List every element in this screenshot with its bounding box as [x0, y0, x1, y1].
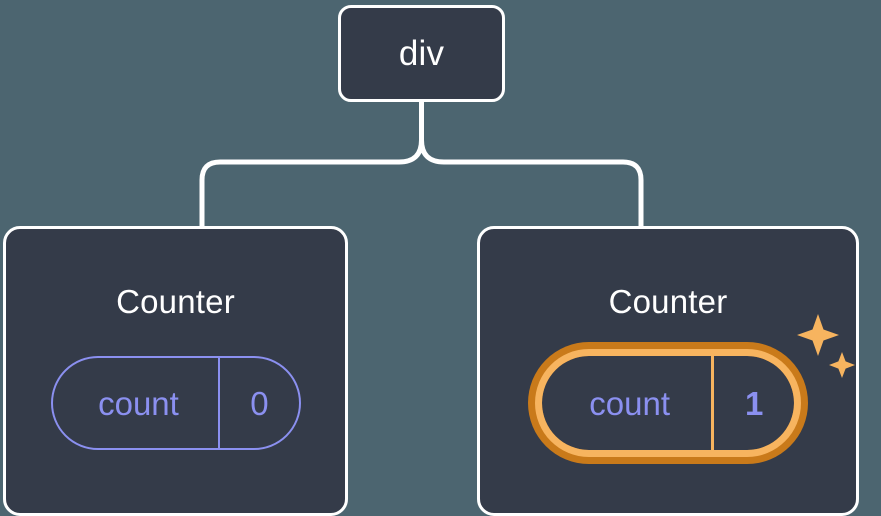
sparkles-icon	[797, 314, 855, 378]
node-div[interactable]: div	[338, 5, 505, 102]
state-pill-right[interactable]: count 1	[542, 356, 794, 450]
state-key-left: count	[53, 358, 219, 448]
state-value-left-text: 0	[250, 384, 269, 422]
node-counter-left[interactable]: Counter count 0	[3, 226, 348, 516]
node-counter-right[interactable]: Counter count 1	[477, 226, 859, 516]
state-value-right: 1	[711, 356, 794, 450]
state-pill-left-wrap: count 0	[50, 356, 301, 450]
state-pill-right-wrap: count 1	[542, 314, 855, 450]
state-value-left: 0	[218, 358, 298, 448]
state-key-right-text: count	[589, 384, 671, 422]
diagram-canvas: div Counter count 0 Counter count	[3, 5, 859, 516]
node-counter-left-label: Counter	[116, 283, 235, 320]
state-key-right: count	[542, 356, 711, 450]
state-value-right-text: 1	[744, 384, 764, 422]
edge-root-to-counter-right	[419, 139, 644, 226]
node-counter-right-label: Counter	[608, 283, 728, 320]
state-key-left-text: count	[98, 384, 179, 422]
edge-root-to-counter-left	[199, 139, 424, 226]
state-pill-left[interactable]: count 0	[50, 356, 301, 450]
node-div-label: div	[398, 34, 445, 73]
